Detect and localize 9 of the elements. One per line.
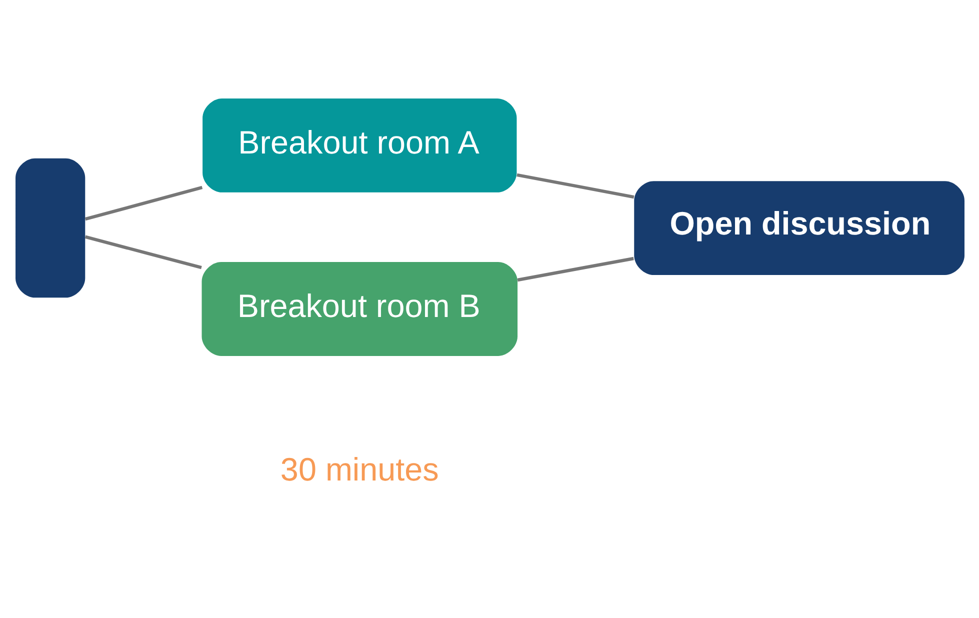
node-box: Breakout room A [202,98,516,192]
connector [84,235,202,270]
connector [516,173,634,199]
label: 30 minutes [280,452,438,488]
node-box: Breakout room B [201,262,518,356]
connector [516,256,634,282]
connector [84,186,202,221]
node-box: Open discussion [634,181,964,275]
node-box [15,158,85,298]
